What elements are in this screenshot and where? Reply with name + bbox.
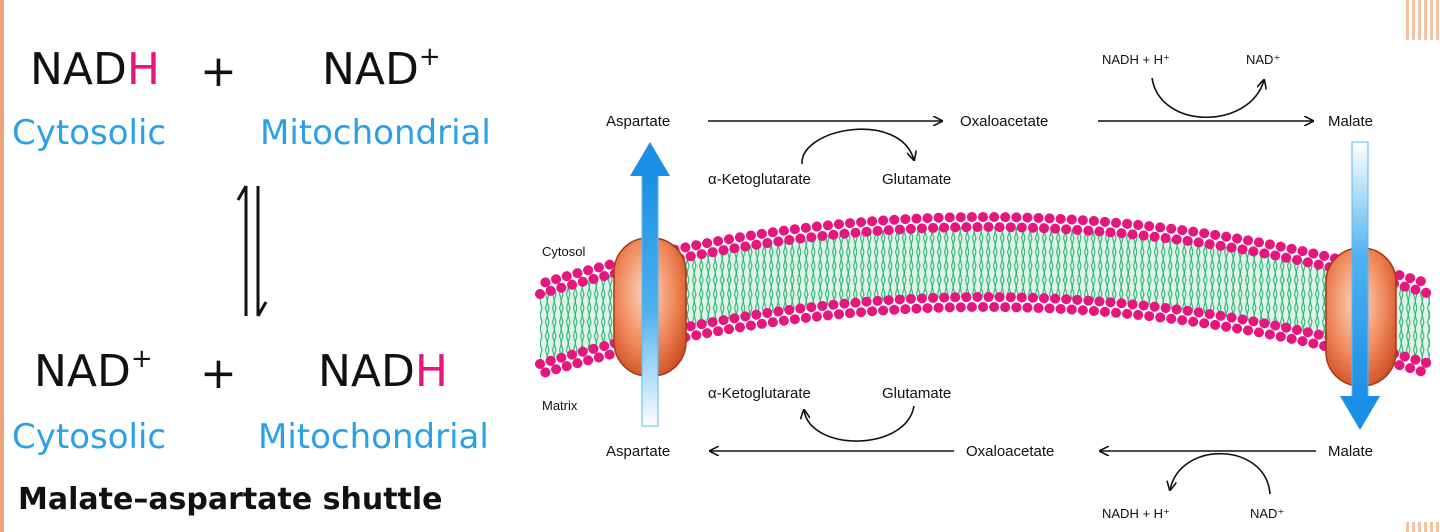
top-left-location: Cytosolic — [12, 113, 167, 153]
bottom-nadh-base: NAD — [318, 346, 415, 397]
top-nadh-base: NAD — [30, 44, 127, 95]
cytosol-label: Cytosol — [542, 244, 585, 259]
top-plus: + — [200, 46, 237, 97]
diagram-caption: Malate–aspartate shuttle — [18, 482, 443, 517]
top-nad-base: NAD — [322, 44, 419, 95]
malate-import-arrow — [1340, 141, 1380, 430]
matrix-aspartate-label: Aspartate — [606, 443, 670, 460]
transamination-arc-cytosol — [801, 128, 914, 165]
matrix-glutamate-label: Glutamate — [882, 385, 951, 402]
matrix-malate-label: Malate — [1328, 443, 1373, 460]
malate-dehydrogenase-arc-matrix — [1170, 452, 1271, 495]
transamination-arc-matrix — [804, 405, 915, 442]
bottom-nad-sup: + — [130, 344, 153, 374]
matrix-ketoglutarate-label: α-Ketoglutarate — [708, 385, 811, 402]
cytosol-nadh-label: NADH + H⁺ — [1102, 52, 1170, 67]
top-nad-sup: + — [418, 42, 441, 72]
outer-head-groups-back — [535, 212, 1435, 289]
aspartate-export-arrow — [630, 142, 670, 427]
bottom-nadh: NADH — [318, 350, 448, 394]
bottom-right-stripe-decoration — [1406, 522, 1440, 532]
top-right-stripe-decoration — [1406, 0, 1440, 40]
top-nad-plus: NAD+ — [322, 44, 441, 92]
bottom-plus: + — [200, 348, 237, 399]
matrix-nad-label: NAD⁺ — [1250, 506, 1284, 521]
bottom-left-location: Cytosolic — [12, 417, 167, 457]
cytosol-glutamate-label: Glutamate — [882, 171, 951, 188]
equilibrium-arrows-icon — [236, 185, 268, 317]
left-border-decoration — [0, 0, 4, 532]
top-nadh-h: H — [126, 44, 160, 95]
malate-aspartate-shuttle-diagram: Cytosol Matrix Aspartate Oxaloacetate Ma… — [535, 52, 1435, 521]
malate-dehydrogenase-arc-cytosol — [1151, 78, 1264, 119]
bottom-nad-plus: NAD+ — [34, 346, 153, 394]
cytosol-nad-label: NAD⁺ — [1246, 52, 1280, 67]
bottom-nadh-h: H — [414, 346, 448, 397]
matrix-nadh-label: NADH + H⁺ — [1102, 506, 1170, 521]
top-nadh: NADH — [30, 48, 160, 92]
bottom-right-location: Mitochondrial — [258, 417, 489, 457]
cytosol-malate-label: Malate — [1328, 113, 1373, 130]
cytosol-oxaloacetate-label: Oxaloacetate — [960, 113, 1048, 130]
matrix-label: Matrix — [542, 398, 578, 413]
top-right-location: Mitochondrial — [260, 113, 491, 153]
bottom-nad-base: NAD — [34, 346, 131, 397]
cytosol-aspartate-label: Aspartate — [606, 113, 670, 130]
matrix-oxaloacetate-label: Oxaloacetate — [966, 443, 1054, 460]
cytosol-ketoglutarate-label: α-Ketoglutarate — [708, 171, 811, 188]
inner-head-groups-back — [535, 302, 1435, 379]
